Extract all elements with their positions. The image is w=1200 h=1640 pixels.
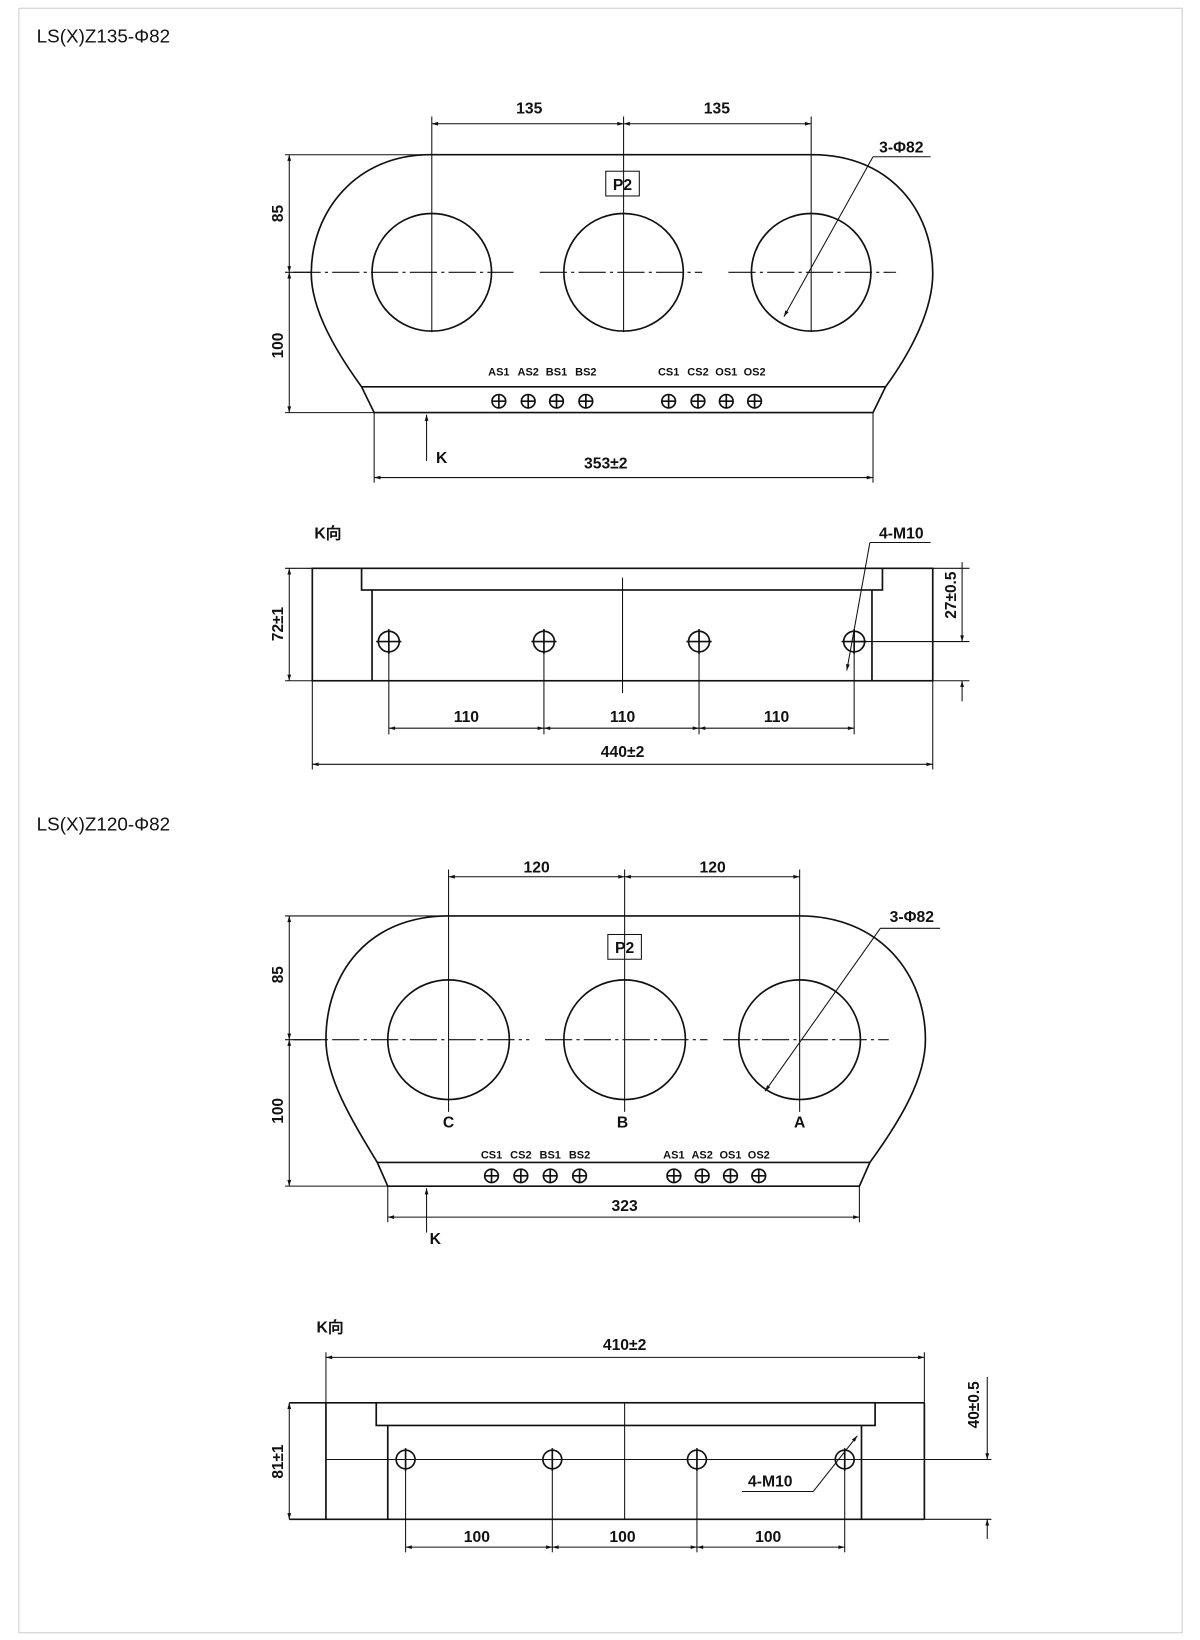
dim-spacing-right: 120: [700, 860, 727, 877]
phase-label-a: A: [794, 1114, 805, 1131]
dim-pitch: 100: [609, 1529, 636, 1546]
drawing1-title: LS(X)Z135-Φ82: [37, 25, 170, 46]
mounting-hole-icons: [376, 629, 867, 654]
svg-text:OS2: OS2: [744, 367, 766, 379]
svg-text:CS2: CS2: [510, 1149, 531, 1161]
svg-text:AS1: AS1: [663, 1149, 684, 1161]
svg-text:BS1: BS1: [546, 367, 567, 379]
dim-pitch: 110: [764, 709, 790, 726]
dim-pitch: 110: [610, 709, 636, 726]
terminal-labels: AS1 AS2 BS1 BS2 CS1 CS2 OS1 OS2: [488, 367, 765, 379]
dim-base-width: 353±2: [584, 455, 628, 472]
phase-label-b: B: [617, 1114, 628, 1131]
svg-text:CS1: CS1: [481, 1149, 502, 1161]
view-label: K向: [317, 1318, 344, 1337]
dim-hole-height: 27±0.5: [943, 571, 960, 618]
dim-total-width: 410±2: [603, 1337, 647, 1354]
thread-callout: 4-M10: [748, 1473, 793, 1490]
svg-text:BS2: BS2: [569, 1149, 590, 1161]
dim-height-upper: 85: [270, 966, 287, 984]
dim-hole-height: 40±0.5: [966, 1381, 983, 1428]
thread-callout: 4-M10: [879, 526, 924, 543]
svg-text:AS1: AS1: [488, 367, 509, 379]
svg-text:BS1: BS1: [540, 1149, 561, 1161]
svg-text:OS2: OS2: [748, 1149, 770, 1161]
dim-pitch: 100: [755, 1529, 782, 1546]
dim-base-width: 323: [612, 1198, 639, 1215]
terminal-screw-icons: [491, 393, 763, 409]
drawing1-side-view: K向 72±1 27±0.5 4-M10 110 110: [270, 524, 970, 770]
hole-callout: 3-Φ82: [879, 140, 924, 157]
terminal-screw-icons: [483, 1168, 767, 1184]
marker-p2: P2: [613, 177, 633, 194]
drawing2-side-view: K向 410±2 81±1 40±0.5 4-M10: [270, 1318, 992, 1553]
view-label: K向: [314, 524, 341, 543]
svg-text:CS1: CS1: [658, 367, 679, 379]
terminal-labels: CS1 CS2 BS1 BS2 AS1 AS2 OS1 OS2: [481, 1149, 770, 1161]
dim-total-width: 440±2: [601, 744, 645, 761]
drawing2-front-view: 120 120 P2 3-Φ82 C B A 85 100 CS1 CS2 BS…: [270, 860, 941, 1248]
marker-p2: P2: [615, 940, 635, 957]
drawing2-title: LS(X)Z120-Φ82: [37, 813, 170, 834]
svg-text:AS2: AS2: [518, 367, 539, 379]
drawing1-front-view: 135 135 P2 3-Φ82 85 100 AS1 AS2 BS1 BS2 …: [270, 101, 934, 483]
dim-spacing-left: 135: [516, 101, 543, 118]
dim-spacing-left: 120: [523, 860, 550, 877]
dim-height-lower: 100: [270, 1098, 287, 1124]
dim-pitch: 100: [464, 1529, 491, 1546]
dim-pitch: 110: [454, 709, 480, 726]
svg-text:CS2: CS2: [687, 367, 708, 379]
view-arrow-label: K: [430, 1231, 442, 1248]
view-arrow-label: K: [436, 450, 448, 467]
sheet-border: [18, 7, 1183, 1634]
phase-label-c: C: [443, 1114, 454, 1131]
dim-spacing-right: 135: [704, 101, 731, 118]
dim-height: 81±1: [270, 1444, 287, 1479]
svg-text:BS2: BS2: [575, 367, 596, 379]
hole-callout: 3-Φ82: [890, 909, 935, 926]
dim-height-upper: 85: [270, 205, 287, 223]
svg-text:OS1: OS1: [719, 1149, 741, 1161]
svg-text:OS1: OS1: [715, 367, 737, 379]
dim-height: 72±1: [270, 607, 287, 642]
dim-height-lower: 100: [270, 332, 287, 358]
svg-text:AS2: AS2: [691, 1149, 712, 1161]
